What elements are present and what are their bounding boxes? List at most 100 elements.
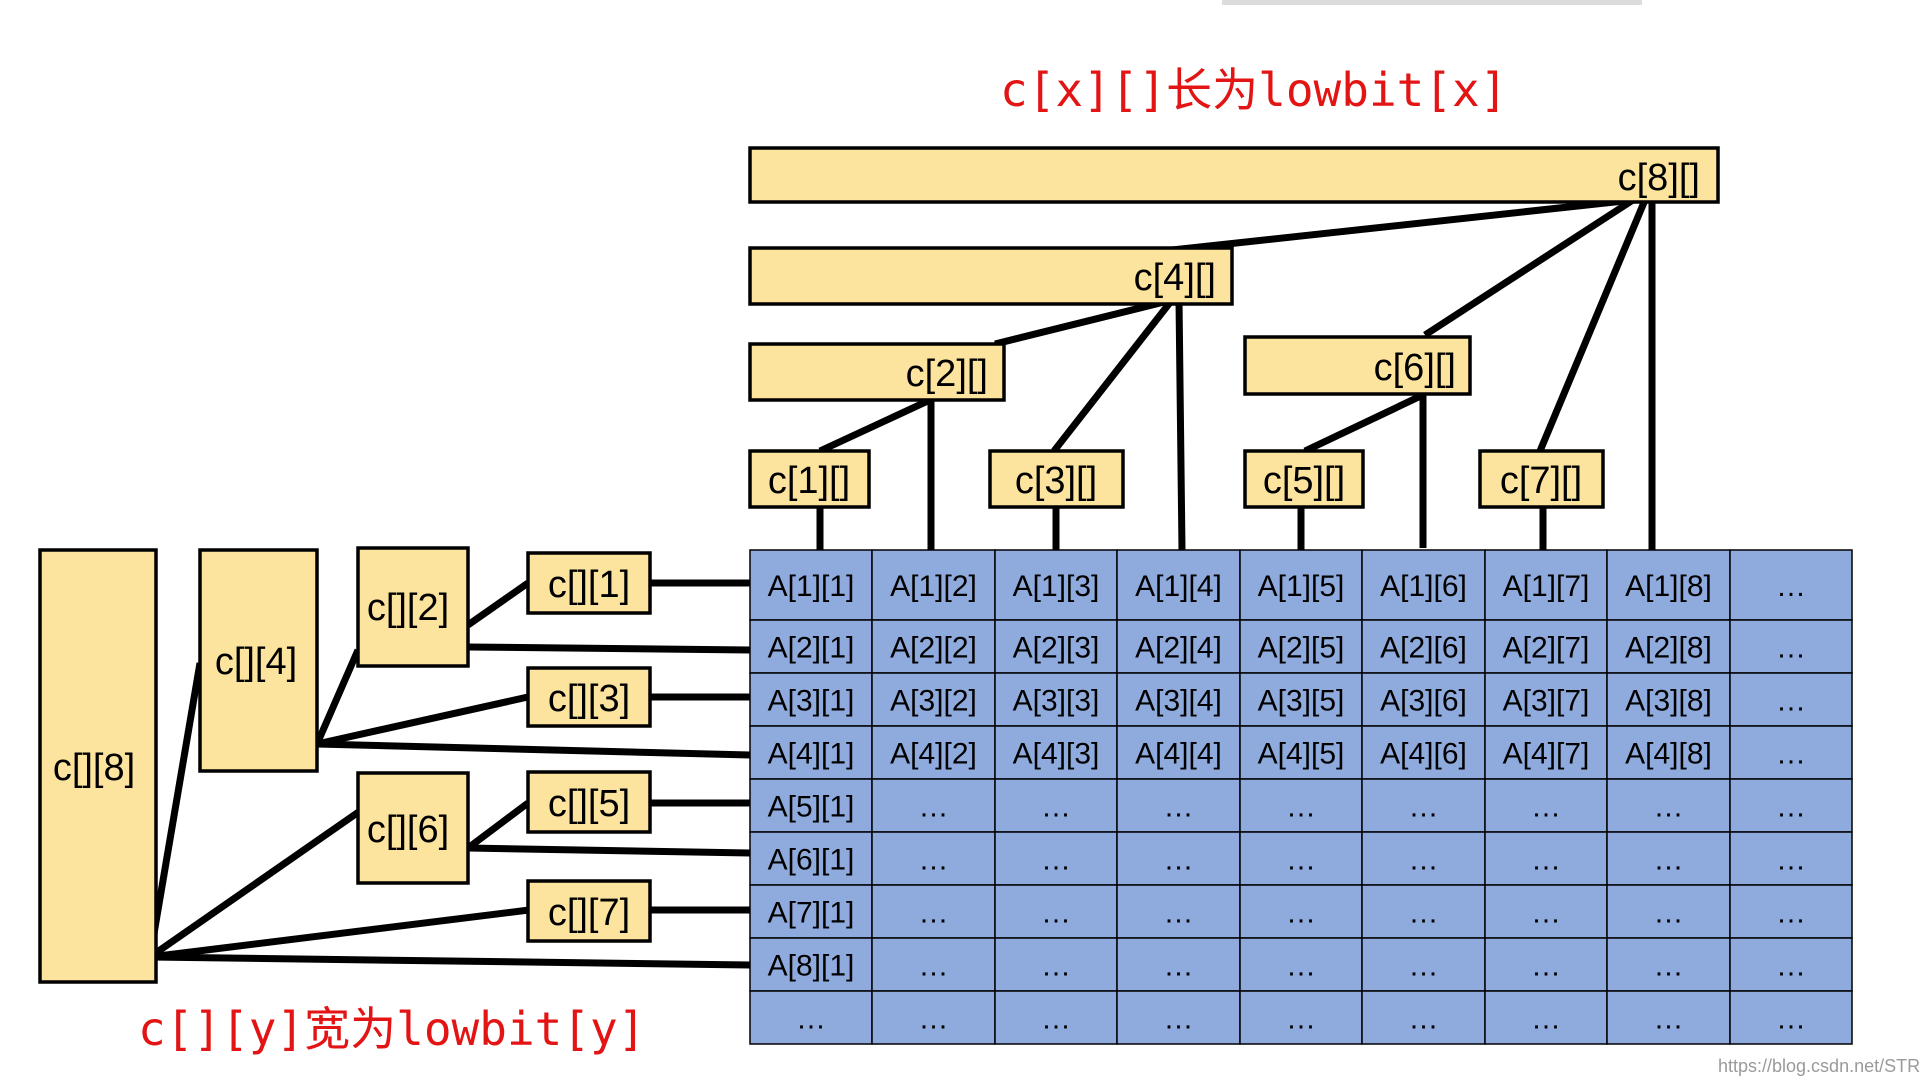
grid-cell — [1606, 672, 1731, 727]
grid-cell — [1239, 619, 1363, 674]
grid-cell-text: … — [1164, 897, 1194, 930]
grid-cell-text: … — [1409, 950, 1439, 983]
grid-cell-text: A[2][4] — [1135, 632, 1222, 665]
grid-cell-text: … — [1654, 897, 1684, 930]
col-node-c5-label: c[][5] — [548, 783, 630, 825]
grid-cell-text: … — [1776, 791, 1806, 824]
grid-cell — [1239, 725, 1363, 780]
grid-cell — [1116, 884, 1241, 939]
grid-cell-text: … — [796, 1003, 826, 1036]
col-node-c4-label: c[][4] — [215, 641, 297, 683]
grid-cell-text: A[6][1] — [768, 844, 855, 877]
grid-cell-text: A[4][2] — [890, 738, 977, 771]
grid-cell — [1484, 549, 1608, 621]
grid-cell-text: A[4][6] — [1380, 738, 1467, 771]
grid-cell — [1484, 990, 1608, 1045]
grid-cell-text: A[1][5] — [1258, 570, 1345, 603]
col-node-c4 — [198, 548, 319, 773]
grid-cell-text: A[2][7] — [1503, 632, 1590, 665]
grid-cell — [749, 549, 873, 621]
grid-cell — [1729, 990, 1853, 1045]
grid-cell-text: … — [1286, 791, 1316, 824]
grid-cell — [871, 831, 996, 886]
grid-cell-text: … — [1654, 1003, 1684, 1036]
grid-cell-text: A[2][6] — [1380, 632, 1467, 665]
row-node-c2 — [748, 342, 1006, 402]
grid-cell — [1116, 990, 1241, 1045]
grid-cell-text: A[3][3] — [1013, 685, 1100, 718]
grid-cell-text: A[4][4] — [1135, 738, 1222, 771]
grid-cell-text: … — [1776, 738, 1806, 771]
row-node-c1 — [748, 449, 871, 509]
row-node-c8 — [748, 146, 1720, 204]
grid-cell-text: … — [1654, 791, 1684, 824]
grid-cell-text: A[1][1] — [768, 570, 855, 603]
grid-cell-text: A[2][3] — [1013, 632, 1100, 665]
row-node-c5-label: c[5][] — [1263, 460, 1345, 502]
col-node-c6 — [356, 771, 470, 885]
grid-cell — [1361, 672, 1486, 727]
grid-cell — [994, 831, 1118, 886]
grid-cell — [1239, 672, 1363, 727]
row-node-c6-label: c[6][] — [1374, 347, 1456, 389]
grid-cell-text: … — [1776, 950, 1806, 983]
grid-cell — [1729, 725, 1853, 780]
grid-cell-text: … — [1654, 950, 1684, 983]
col-node-c1-label: c[][1] — [548, 564, 630, 606]
grid-cell-text: A[1][6] — [1380, 570, 1467, 603]
grid-cell-text: A[2][5] — [1258, 632, 1345, 665]
grid-cell — [1361, 937, 1486, 992]
grid-cell — [1239, 778, 1363, 833]
grid-cell-text: A[3][7] — [1503, 685, 1590, 718]
grid-cell — [749, 831, 873, 886]
grid-cell-text: … — [1776, 844, 1806, 877]
row-node-c6 — [1243, 335, 1472, 396]
grid-cell-text: A[3][4] — [1135, 685, 1222, 718]
grid-cell-text: A[1][2] — [890, 570, 977, 603]
row-node-c5 — [1243, 449, 1365, 509]
grid-cell-text: … — [1286, 897, 1316, 930]
grid-cell-text: … — [1041, 1003, 1071, 1036]
grid-cell — [749, 778, 873, 833]
col-tree-connectors — [146, 579, 751, 969]
grid-cell — [994, 778, 1118, 833]
row-node-c3 — [988, 449, 1125, 509]
grid-cell-text: … — [919, 950, 949, 983]
row-node-c2-label: c[2][] — [906, 353, 988, 395]
row-tree-connectors — [816, 196, 1656, 551]
grid-cell-text: … — [1164, 1003, 1194, 1036]
grid-cell — [994, 549, 1118, 621]
grid-cell — [871, 672, 996, 727]
grid-cell-text: A[1][7] — [1503, 570, 1590, 603]
row-node-c8-label: c[8][] — [1618, 157, 1700, 199]
col-node-c8 — [38, 548, 158, 984]
grid-cell-text: A[3][1] — [768, 685, 855, 718]
grid-cell-text: … — [1776, 570, 1806, 603]
grid-cell-text: A[5][1] — [768, 791, 855, 824]
row-node-c1-label: c[1][] — [768, 460, 850, 502]
grid-cell-text: A[2][1] — [768, 632, 855, 665]
col-node-c7-label: c[][7] — [548, 892, 630, 934]
grid-cell — [871, 778, 996, 833]
grid-cell-text: … — [1409, 844, 1439, 877]
grid-cell-text: … — [1409, 1003, 1439, 1036]
row-node-c4-label: c[4][] — [1134, 257, 1216, 299]
grid-cell — [1606, 990, 1731, 1045]
grid-cell-text: A[8][1] — [768, 950, 855, 983]
grid-cell-text: … — [1776, 632, 1806, 665]
col-node-c8-label: c[][8] — [53, 747, 135, 789]
grid-cell-text: … — [1286, 1003, 1316, 1036]
grid-cell — [1729, 831, 1853, 886]
grid-cell — [1116, 937, 1241, 992]
grid-cell — [749, 990, 873, 1045]
col-nodes: c[][8] c[][4] c[][2] c[][6] c[][1] c[][3… — [38, 546, 652, 984]
grid-cell — [994, 725, 1118, 780]
grid-cell — [994, 990, 1118, 1045]
watermark: https://blog.csdn.net/STRIVE — [1718, 1056, 1920, 1076]
grid-cell-text: … — [1286, 950, 1316, 983]
row-length-annotation: c[x][]长为lowbit[x] — [1000, 63, 1507, 117]
grid-cell-text: … — [1776, 685, 1806, 718]
grid-cell — [994, 884, 1118, 939]
grid-cell — [1484, 937, 1608, 992]
